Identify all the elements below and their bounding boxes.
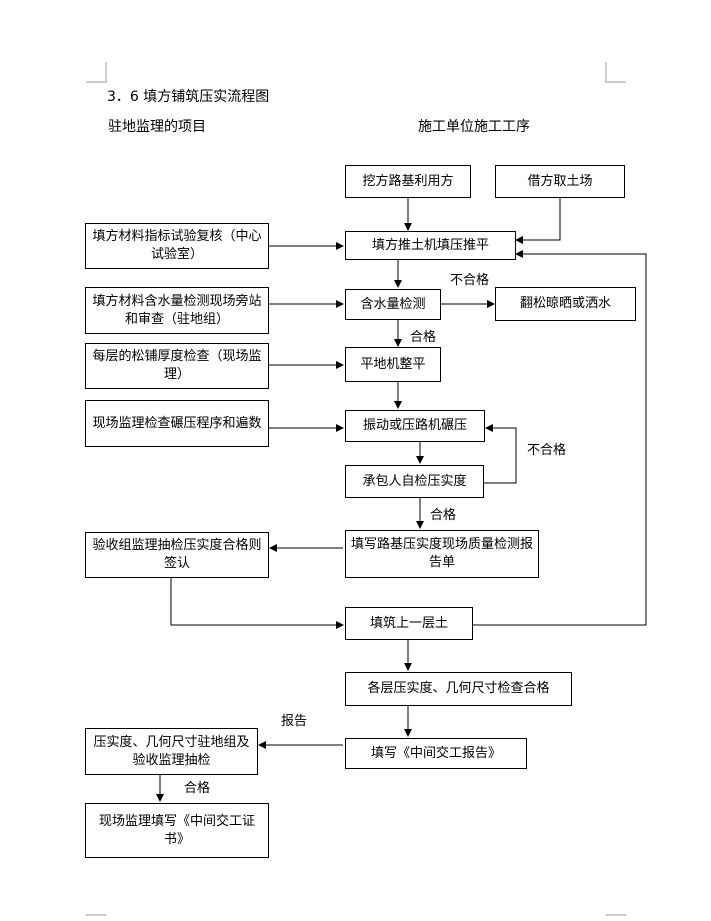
label-pass-moisture: 合格 [410,330,437,345]
supervision-review-box: 填方材料指标试验复核（中心试验室） [85,223,269,269]
process-borrow-box: 借方取土场 [495,165,625,198]
supervision-moisture-check-box: 填方材料含水量检测现场旁站和审查（驻地组） [85,287,269,334]
process-layers-ok-box: 各层压实度、几何尺寸检查合格 [345,672,572,706]
page-corner-marks [86,62,626,916]
page-title: 3．6 填方铺筑压实流程图 [107,89,270,105]
process-interim-box: 填写《中间交工报告》 [345,738,527,769]
process-grader-box: 平地机整平 [345,347,441,382]
label-pass-compaction: 合格 [430,508,457,523]
process-fill-push-box: 填方推土机填压推平 [345,231,516,260]
label-fail-compaction: 不合格 [527,443,567,458]
supervision-certificate-box: 现场监理填写《中间交工证书》 [85,803,269,858]
left-column-heading: 驻地监理的项目 [108,119,206,135]
label-fail-moisture: 不合格 [450,273,490,288]
supervision-roll-check-box: 现场监理检查碾压程序和遍数 [85,400,269,447]
arrow-selfcheck-fail-loop [484,424,517,484]
label-pass-final: 合格 [184,781,211,796]
process-next-layer-box: 填筑上一层土 [345,607,473,640]
supervision-thickness-box: 每层的松铺厚度检查（现场监理） [85,343,269,389]
process-dry-box: 翻松晾晒或洒水 [495,287,636,321]
process-report-box: 填写路基压实度现场质量检测报告单 [345,530,539,578]
process-dig-box: 挖方路基利用方 [345,165,471,198]
process-moisture-box: 含水量检测 [345,289,441,320]
process-roll-box: 振动或压路机碾压 [345,410,485,442]
right-column-heading: 施工单位施工工序 [418,119,530,135]
arrow-nextlayer-loop [473,250,647,626]
arrow-borrow-to-fill [515,198,561,244]
supervision-spot-check-box: 压实度、几何尺寸驻地组及验收监理抽检 [85,728,258,775]
label-report: 报告 [281,714,308,729]
arrow-sample-to-nextlayer [170,578,344,629]
process-self-check-box: 承包人自检压实度 [345,465,484,498]
supervision-sample-box: 验收组监理抽检压实度合格则签认 [85,532,269,578]
